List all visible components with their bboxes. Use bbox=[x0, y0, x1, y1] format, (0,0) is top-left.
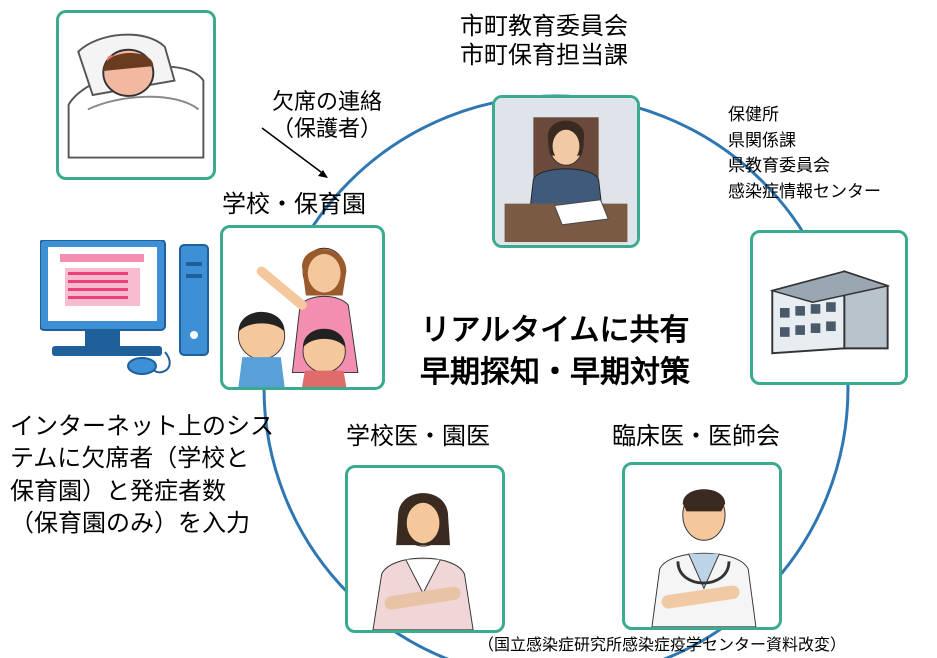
center-line2: 早期探知・早期対策 bbox=[420, 355, 690, 390]
absence-report-line1: 欠席の連絡 bbox=[272, 90, 383, 115]
absence-report-line2: （保護者） bbox=[272, 116, 383, 142]
male-doctor-icon bbox=[651, 489, 757, 627]
computer-icon bbox=[40, 240, 209, 375]
sick-child-icon bbox=[67, 33, 205, 159]
school-doctor-panel bbox=[345, 465, 505, 633]
health-agencies-label: 保健所 県関係課 県教育委員会 感染症情報センター bbox=[728, 103, 881, 205]
health-agency-item: 県関係課 bbox=[728, 130, 796, 151]
input-note-line: テムに欠席者（学校と bbox=[10, 444, 250, 473]
school-doctor-label: 学校医・園医 bbox=[346, 422, 490, 450]
health-agency-item: 保健所 bbox=[728, 105, 779, 125]
building-icon bbox=[769, 270, 891, 355]
sick-child-panel bbox=[56, 10, 216, 180]
education-office-panel bbox=[492, 95, 640, 248]
education-board-label: 市町教育委員会 市町保育担当課 bbox=[460, 12, 628, 71]
center-line1: リアルタイムに共有 bbox=[420, 313, 690, 348]
input-note-line: 保育園）と発症者数 bbox=[10, 476, 226, 505]
office-worker-icon bbox=[495, 98, 637, 245]
absence-report-label: 欠席の連絡 （保護者） bbox=[272, 90, 382, 144]
health-agency-item: 感染症情報センター bbox=[728, 181, 881, 202]
education-board-line2: 市町保育担当課 bbox=[460, 41, 628, 70]
health-agency-item: 県教育委員会 bbox=[728, 156, 830, 176]
female-doctor-icon bbox=[372, 493, 474, 630]
source-note: （国立感染症研究所感染症疫学センター資料改変） bbox=[478, 635, 847, 654]
input-note-line: インターネット上のシス bbox=[10, 412, 274, 440]
clinic-doctor-panel bbox=[622, 462, 782, 630]
clinic-label: 臨床医・医師会 bbox=[612, 422, 780, 450]
school-teacher-panel bbox=[220, 225, 385, 390]
center-message: リアルタイムに共有 早期探知・早期対策 bbox=[420, 310, 690, 394]
education-board-line1: 市町教育委員会 bbox=[460, 12, 628, 40]
teacher-children-icon bbox=[237, 247, 359, 387]
input-note-line: （保育園のみ）を入力 bbox=[10, 509, 250, 538]
input-note: インターネット上のシス テムに欠席者（学校と 保育園）と発症者数 （保育園のみ）… bbox=[10, 410, 274, 540]
school-label: 学校・保育園 bbox=[222, 190, 366, 218]
health-center-panel bbox=[750, 230, 908, 385]
